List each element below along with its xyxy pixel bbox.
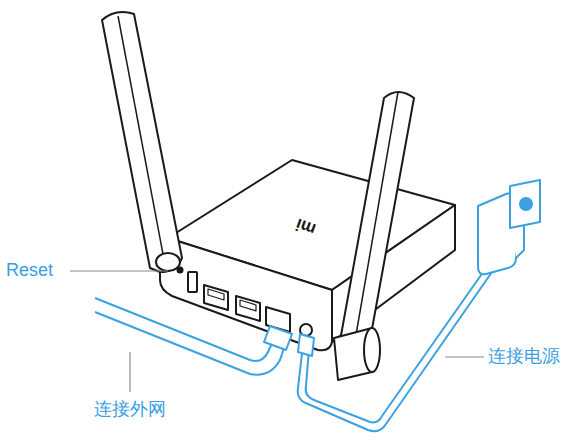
leader-line bbox=[129, 352, 130, 392]
left-antenna-hinge bbox=[156, 253, 180, 271]
ethernet-port bbox=[240, 300, 256, 311]
usb-port bbox=[188, 272, 197, 292]
power-cable bbox=[306, 268, 486, 422]
right-antenna-edge bbox=[352, 92, 398, 358]
right-antenna bbox=[338, 92, 414, 362]
ethernet-port bbox=[236, 296, 260, 321]
left-antenna-edge bbox=[118, 16, 166, 270]
right-antenna-hinge-end bbox=[364, 328, 380, 372]
leader-line bbox=[70, 270, 168, 271]
left-antenna bbox=[102, 12, 182, 272]
callout-label: 连接外网 bbox=[94, 399, 166, 421]
network-cable bbox=[95, 298, 278, 361]
network-plug bbox=[264, 326, 292, 350]
socket-dot bbox=[520, 198, 532, 210]
power-plug bbox=[298, 334, 314, 356]
ethernet-port bbox=[208, 289, 224, 300]
part-label: Reset bbox=[6, 260, 53, 282]
callout-label: 连接电源 bbox=[488, 346, 560, 368]
power-cable bbox=[298, 272, 492, 431]
ethernet-port bbox=[204, 285, 228, 310]
network-cable bbox=[95, 312, 288, 375]
reset-hole bbox=[178, 268, 183, 273]
leader-line bbox=[445, 356, 484, 357]
wall-socket bbox=[510, 180, 540, 228]
